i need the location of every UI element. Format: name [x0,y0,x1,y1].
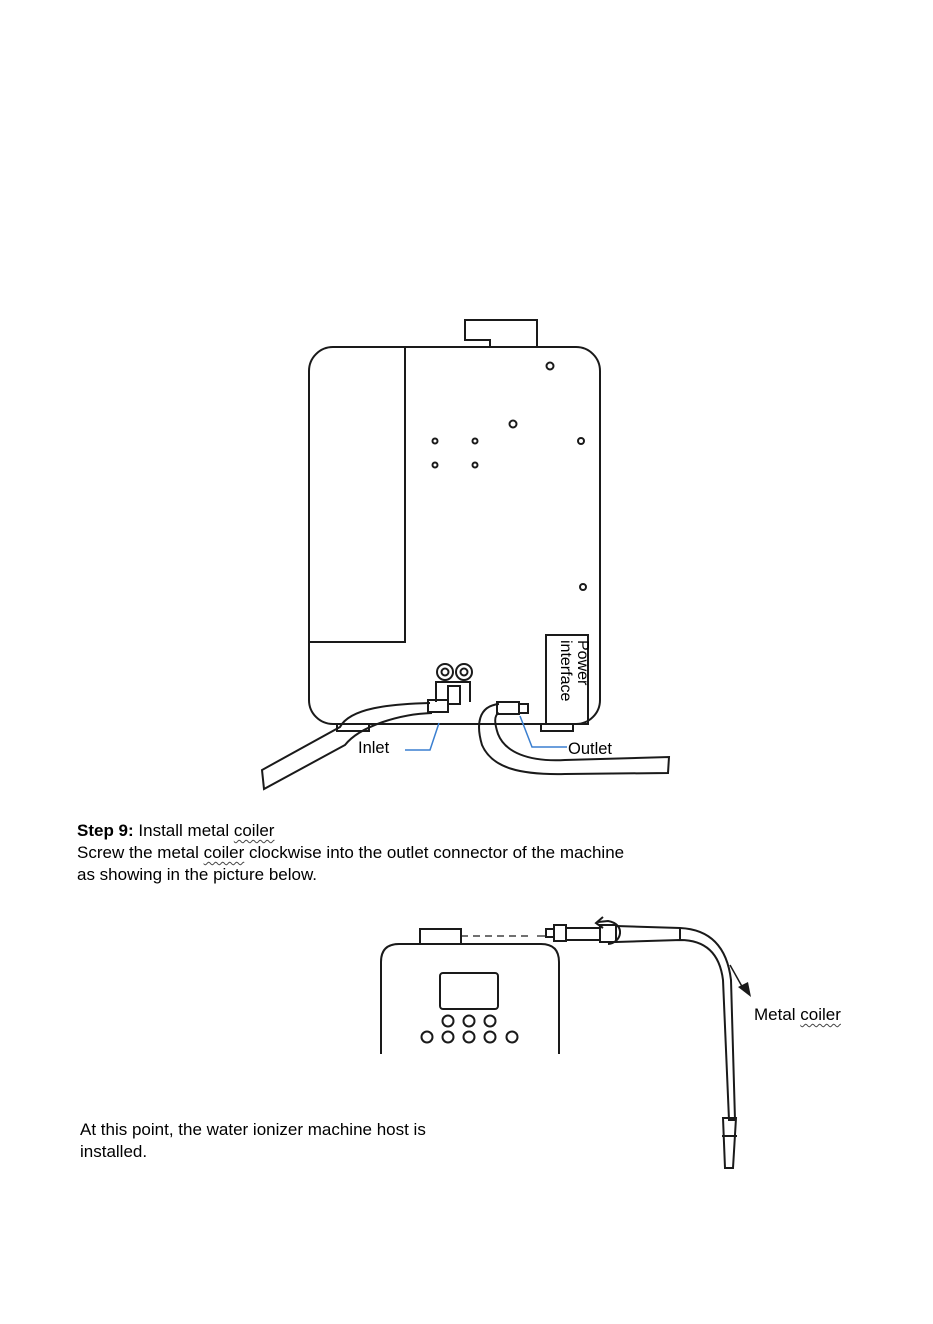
metal-coiler [616,926,735,1120]
conclusion-line-2: installed. [80,1141,426,1163]
display-screen [440,973,498,1009]
metal-coiler-label: Metal coiler [754,1005,841,1024]
conclusion-text: At this point, the water ionizer machine… [80,1119,426,1163]
conclusion-line-1: At this point, the water ionizer machine… [80,1119,426,1141]
machine-front [381,944,559,1054]
